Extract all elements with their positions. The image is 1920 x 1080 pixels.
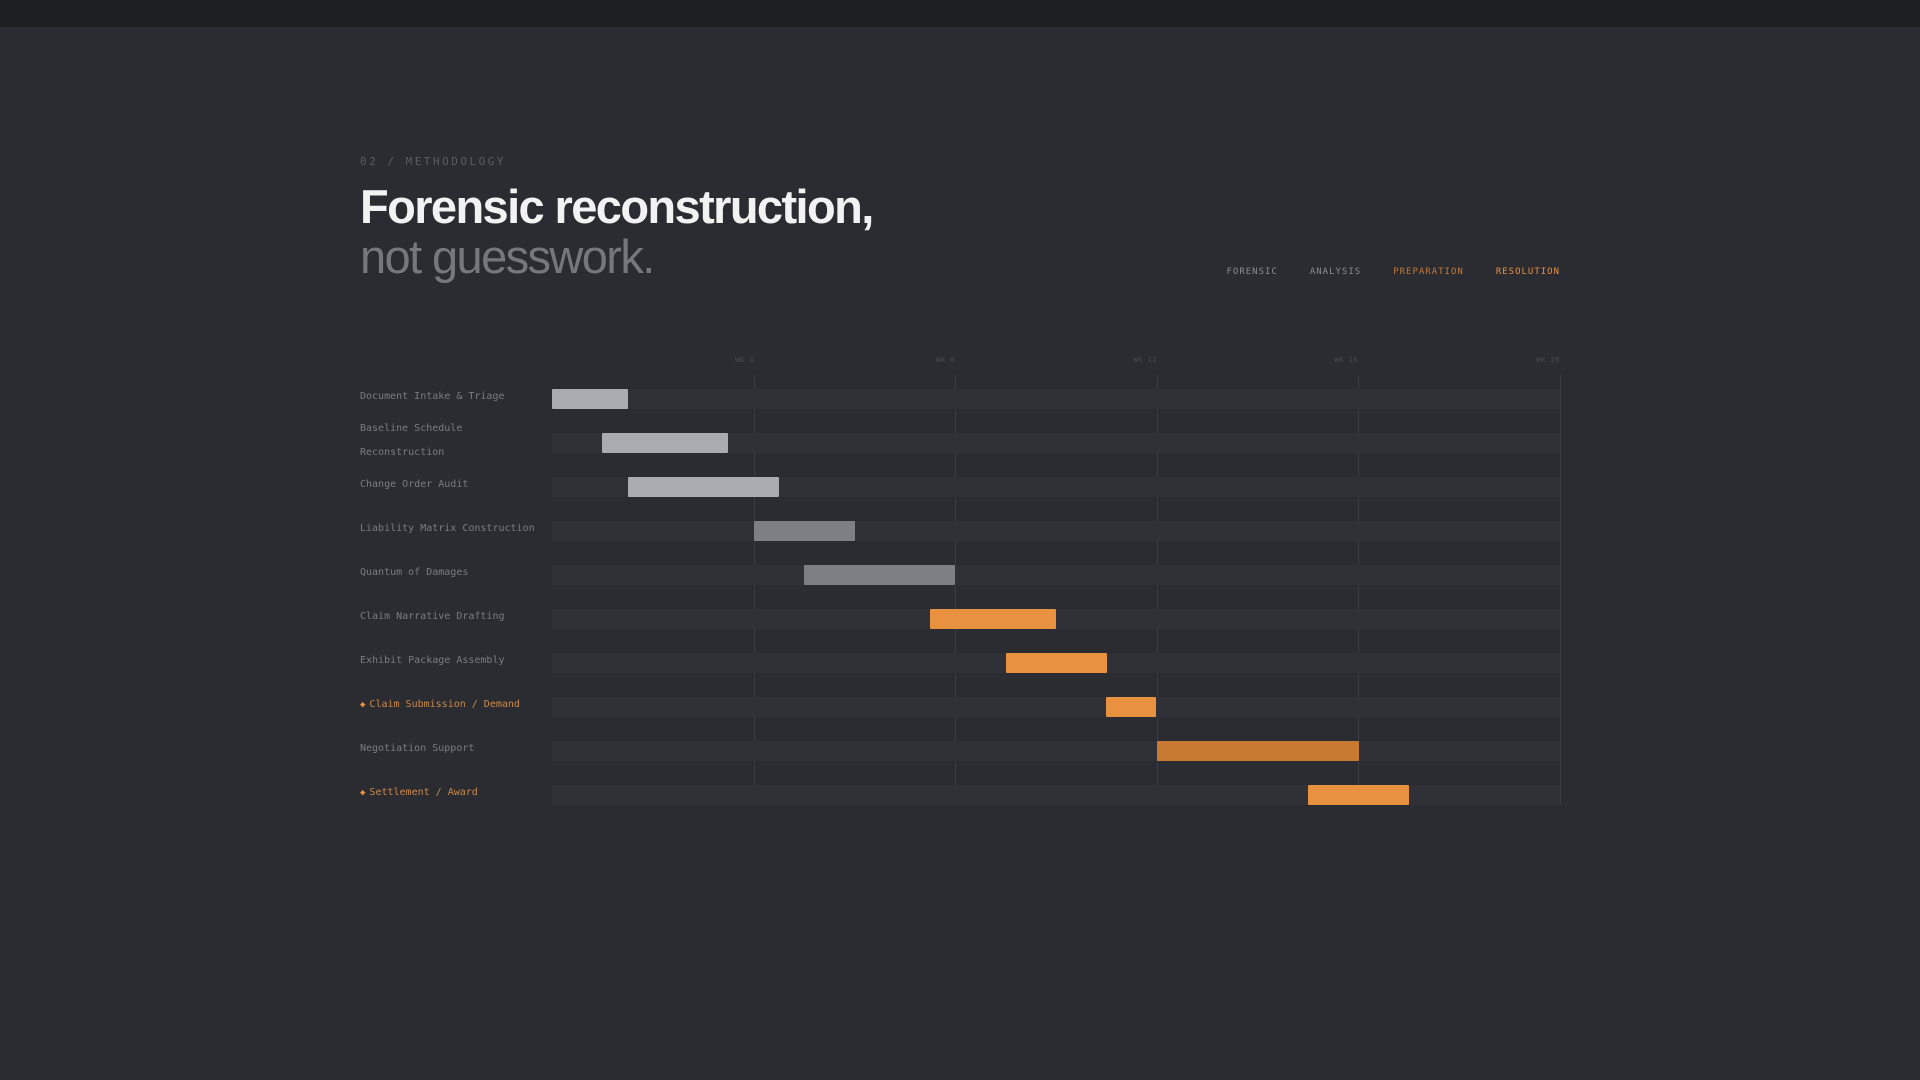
gantt-row: Exhibit Package Assembly (360, 639, 1560, 683)
axis-tick-label: WK 20 (1536, 356, 1560, 364)
gantt-row: Liability Matrix Construction (360, 507, 1560, 551)
axis-tick-label: WK 8 (936, 356, 955, 364)
task-track (552, 697, 1560, 717)
task-bar[interactable] (628, 477, 779, 497)
task-label: Change Order Audit (360, 463, 550, 507)
legend-item-resolution: RESOLUTION (1495, 267, 1560, 277)
section-eyebrow: 02 / METHODOLOGY (360, 155, 506, 168)
task-bar[interactable] (804, 565, 955, 585)
milestone-diamond-icon: ◆ (360, 788, 366, 798)
legend-item-analysis: ANALYSIS (1309, 267, 1362, 277)
gantt-row: Claim Narrative Drafting (360, 595, 1560, 639)
gantt-row: Change Order Audit (360, 463, 1560, 507)
task-name: Change Order Audit (360, 479, 469, 490)
task-name: Claim Submission / Demand (369, 699, 520, 710)
phase-legend: FORENSIC ANALYSIS PREPARATION RESOLUTION (1226, 267, 1560, 277)
task-bar[interactable] (1106, 697, 1156, 717)
task-name: Document Intake & Triage (360, 391, 505, 402)
task-track (552, 609, 1560, 629)
gridline (754, 375, 755, 805)
task-name: Liability Matrix Construction (360, 523, 535, 534)
gantt-row: Negotiation Support (360, 727, 1560, 771)
task-label: Claim Narrative Drafting (360, 595, 550, 639)
task-name: Negotiation Support (360, 743, 475, 754)
gantt-row: ◆Settlement / Award (360, 771, 1560, 815)
gantt-row: ◆Claim Submission / Demand (360, 683, 1560, 727)
page-title-line-2: not guesswork. (360, 230, 655, 283)
page-title-line-1: Forensic reconstruction, (360, 180, 874, 233)
task-bar[interactable] (1308, 785, 1409, 805)
task-track (552, 477, 1560, 497)
task-track (552, 565, 1560, 585)
gridline (1157, 375, 1158, 805)
axis-tick-label: WK 16 (1334, 356, 1358, 364)
gridline (1560, 375, 1561, 805)
task-bar[interactable] (754, 521, 855, 541)
legend-item-preparation: PREPARATION (1393, 267, 1464, 277)
top-bar (0, 0, 1920, 27)
task-track (552, 521, 1560, 541)
task-label: Document Intake & Triage (360, 375, 550, 419)
axis-tick-label: WK 4 (735, 356, 754, 364)
task-bar[interactable] (552, 389, 628, 409)
task-track (552, 433, 1560, 453)
milestone-diamond-icon: ◆ (360, 700, 366, 710)
gridline (1358, 375, 1359, 805)
task-label: ◆Claim Submission / Demand (360, 683, 550, 727)
task-track (552, 741, 1560, 761)
task-name: Baseline Schedule Reconstruction (360, 423, 463, 458)
task-label: ◆Settlement / Award (360, 771, 550, 815)
gantt-chart: WK 4 WK 8 WK 12 WK 16 WK 20 Document Intake … (360, 350, 1561, 810)
task-name: Quantum of Damages (360, 567, 469, 578)
task-label: Exhibit Package Assembly (360, 639, 550, 683)
task-bar[interactable] (602, 433, 728, 453)
axis-tick-label: WK 12 (1133, 356, 1157, 364)
task-bar[interactable] (930, 609, 1056, 629)
task-bar[interactable] (1006, 653, 1107, 673)
gridline (955, 375, 956, 805)
task-label: Baseline Schedule Reconstruction (360, 419, 550, 463)
week-axis: WK 4 WK 8 WK 12 WK 16 WK 20 (360, 350, 1560, 364)
task-name: Claim Narrative Drafting (360, 611, 505, 622)
task-track (552, 389, 1560, 409)
gantt-row: Quantum of Damages (360, 551, 1560, 595)
task-name: Exhibit Package Assembly (360, 655, 505, 666)
gantt-row: Document Intake & Triage (360, 375, 1560, 419)
page-title: Forensic reconstruction, not guesswork. (360, 180, 874, 283)
task-label: Quantum of Damages (360, 551, 550, 595)
task-label: Negotiation Support (360, 727, 550, 771)
gantt-row: Baseline Schedule Reconstruction (360, 419, 1560, 463)
task-label: Liability Matrix Construction (360, 507, 550, 551)
task-name: Settlement / Award (369, 787, 478, 798)
legend-item-forensic: FORENSIC (1226, 267, 1278, 277)
task-bar[interactable] (1157, 741, 1359, 761)
